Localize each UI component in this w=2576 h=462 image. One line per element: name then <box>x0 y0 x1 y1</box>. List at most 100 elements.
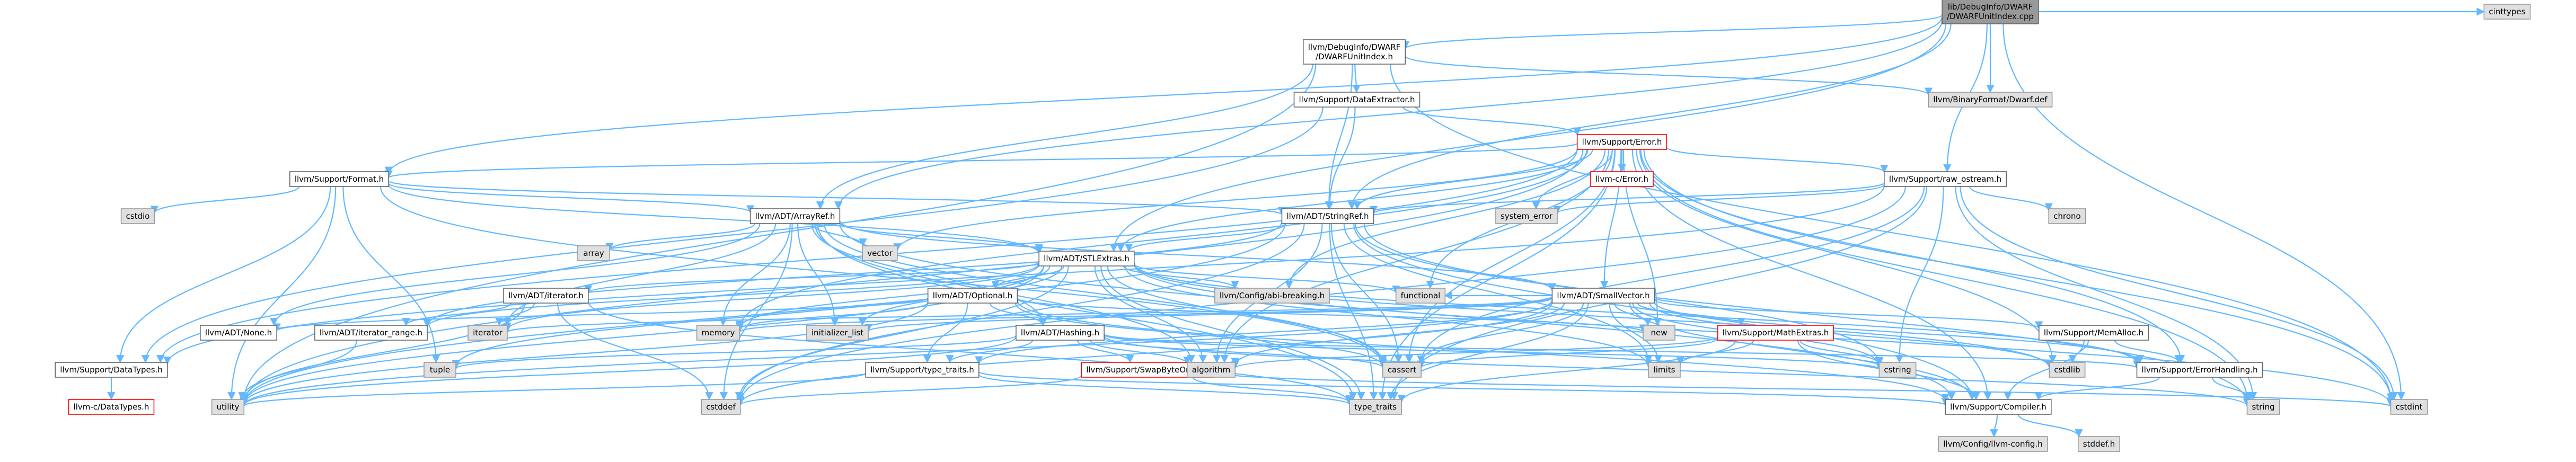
node-datatypes[interactable]: llvm/Support/DataTypes.h <box>55 362 168 378</box>
node-stlextras[interactable]: llvm/ADT/STLExtras.h <box>1038 251 1135 266</box>
edge-error-to-utility <box>240 149 1584 405</box>
node-llvmconfig[interactable]: llvm/Config/llvm-config.h <box>1938 436 2048 452</box>
node-cstddef[interactable]: cstddef <box>701 399 741 415</box>
edge-format-to-cassert <box>380 186 1387 368</box>
node-label-root-line-1: /DWARFUnitIndex.cpp <box>1947 12 2034 21</box>
node-cinttypes[interactable]: cinttypes <box>2483 4 2531 20</box>
node-label-cstdlib-line-0: cstdlib <box>2054 365 2080 375</box>
node-cstring[interactable]: cstring <box>1878 362 1917 378</box>
node-cstdlib[interactable]: cstdlib <box>2049 362 2086 378</box>
node-compiler[interactable]: llvm/Support/Compiler.h <box>1945 399 2052 415</box>
node-configabi[interactable]: llvm/Config/abi-breaking.h <box>1214 288 1330 304</box>
node-box-arrayref <box>749 208 841 224</box>
node-systemerror[interactable]: system_error <box>1495 208 1558 224</box>
node-iterator[interactable]: iterator <box>467 325 508 341</box>
node-vector[interactable]: vector <box>862 245 898 261</box>
node-memory[interactable]: memory <box>696 325 740 341</box>
node-limits[interactable]: limits <box>1648 362 1681 378</box>
node-box-tuple <box>424 362 456 378</box>
node-chrono[interactable]: chrono <box>2048 208 2086 224</box>
node-cstdio[interactable]: cstdio <box>120 208 155 224</box>
edge-smallvector-to-algorithm <box>1231 303 1565 366</box>
edge-stringref-to-utility <box>240 223 1286 405</box>
edge-adtiterator-to-typetraits <box>587 301 1354 404</box>
node-box-stlextras <box>1038 251 1135 266</box>
node-label-array-line-0: array <box>583 248 604 258</box>
node-string[interactable]: string <box>2246 399 2280 415</box>
node-label-mathextras-line-0: llvm/Support/MathExtras.h <box>1723 328 1829 337</box>
node-label-cstdint-line-0: cstdint <box>2395 402 2422 412</box>
edge-arrayref-to-memory <box>719 223 791 326</box>
edge-typetraitsh-to-utility <box>240 372 867 407</box>
node-stddef[interactable]: stddef.h <box>2077 436 2121 452</box>
node-error[interactable]: llvm/Support/Error.h <box>1576 134 1668 150</box>
node-array[interactable]: array <box>577 245 610 261</box>
node-typetraits[interactable]: type_traits <box>1349 399 1402 415</box>
edge-unitindex-to-utility <box>240 64 1317 403</box>
node-label-string-line-0: string <box>2252 402 2274 412</box>
node-label-functional-line-0: functional <box>1401 291 1441 300</box>
node-initlist[interactable]: initializer_list <box>806 325 869 341</box>
node-unitindex[interactable]: llvm/DebugInfo/DWARF/DWARFUnitIndex.h <box>1302 39 1406 65</box>
node-label-cstring-line-0: cstring <box>1884 365 1911 375</box>
node-tuple[interactable]: tuple <box>424 362 456 378</box>
edge-unitindex-to-stringref <box>1325 64 1353 210</box>
edge-arrayref-to-hashing <box>811 223 1047 326</box>
edge-optional-to-compiler <box>1017 300 1949 402</box>
node-label-datatypes-line-0: llvm/Support/DataTypes.h <box>60 365 163 375</box>
node-label-dataextractor-line-0: llvm/Support/DataExtractor.h <box>1299 95 1415 104</box>
edge-rawostream-to-chrono <box>1969 186 2053 211</box>
node-box-root <box>1942 0 2039 24</box>
node-algorithm[interactable]: algorithm <box>1186 362 1236 378</box>
node-cstdint[interactable]: cstdint <box>2390 399 2428 415</box>
node-label-systemerror-line-0: system_error <box>1501 211 1553 221</box>
node-stringref[interactable]: llvm/ADT/StringRef.h <box>1281 208 1374 224</box>
node-utility[interactable]: utility <box>211 399 245 415</box>
node-root[interactable]: lib/DebugInfo/DWARF/DWARFUnitIndex.cpp <box>1942 0 2039 24</box>
node-functional[interactable]: functional <box>1395 288 1446 304</box>
node-adtiterator[interactable]: llvm/ADT/iterator.h <box>503 288 589 304</box>
node-memalloc[interactable]: llvm/Support/MemAlloc.h <box>2039 325 2149 341</box>
edge-optional-to-new <box>1017 297 1647 333</box>
edge-format-to-stlextras <box>388 184 1043 254</box>
edge-swapbyteorder-to-typetraits <box>1192 377 1354 404</box>
edge-error-to-memory <box>735 149 1587 330</box>
node-box-datatypes <box>55 362 168 378</box>
node-new[interactable]: new <box>1643 325 1675 341</box>
node-mathextras[interactable]: llvm/Support/MathExtras.h <box>1717 325 1834 341</box>
node-layer: lib/DebugInfo/DWARF/DWARFUnitIndex.cpp ll… <box>55 0 2531 452</box>
node-label-llvmconfig-line-0: llvm/Config/llvm-config.h <box>1943 439 2042 449</box>
node-label-stddef-line-0: stddef.h <box>2083 439 2115 449</box>
node-cassert[interactable]: cassert <box>1382 362 1422 378</box>
node-dwarfdef[interactable]: llvm/BinaryFormat/Dwarf.def <box>1928 92 2053 108</box>
edge-error-to-format <box>385 143 1578 179</box>
edge-typetraitsh-to-typetraits <box>978 374 1354 406</box>
node-format[interactable]: llvm/Support/Format.h <box>289 171 389 187</box>
node-optional[interactable]: llvm/ADT/Optional.h <box>927 288 1018 304</box>
node-iteratorrange[interactable]: llvm/ADT/iterator_range.h <box>314 325 428 341</box>
edge-smallvector-to-limits <box>1609 303 1663 363</box>
edge-errorhandling-to-string <box>2211 377 2255 401</box>
node-errorhandling[interactable]: llvm/Support/ErrorHandling.h <box>2136 362 2263 378</box>
edge-mathextras-to-cassert <box>1417 337 1718 369</box>
node-typetraitsh[interactable]: llvm/Support/type_traits.h <box>865 362 980 378</box>
node-smallvector[interactable]: llvm/ADT/SmallVector.h <box>1551 288 1655 304</box>
node-hashing[interactable]: llvm/ADT/Hashing.h <box>1016 325 1105 341</box>
node-box-llvmcerror <box>1590 171 1654 187</box>
node-box-algorithm <box>1186 362 1236 378</box>
node-label-limits-line-0: limits <box>1654 365 1675 375</box>
node-llvmcerror[interactable]: llvm-c/Error.h <box>1590 171 1654 187</box>
node-label-memalloc-line-0: llvm/Support/MemAlloc.h <box>2044 328 2143 337</box>
node-label-utility-line-0: utility <box>217 402 240 412</box>
node-box-chrono <box>2048 208 2086 224</box>
edge-arrayref-to-none <box>270 223 761 326</box>
edge-hashing-to-swapbyteorder <box>1077 340 1134 363</box>
node-rawostream[interactable]: llvm/Support/raw_ostream.h <box>1884 171 2007 187</box>
edge-adtiterator-to-utility <box>240 303 526 402</box>
node-box-utility <box>211 399 245 415</box>
node-none[interactable]: llvm/ADT/None.h <box>200 325 277 341</box>
node-dataextractor[interactable]: llvm/Support/DataExtractor.h <box>1293 92 1421 108</box>
node-box-initlist <box>806 325 869 341</box>
node-llvmcdatatypes[interactable]: llvm-c/DataTypes.h <box>68 399 155 415</box>
node-arrayref[interactable]: llvm/ADT/ArrayRef.h <box>749 208 841 224</box>
